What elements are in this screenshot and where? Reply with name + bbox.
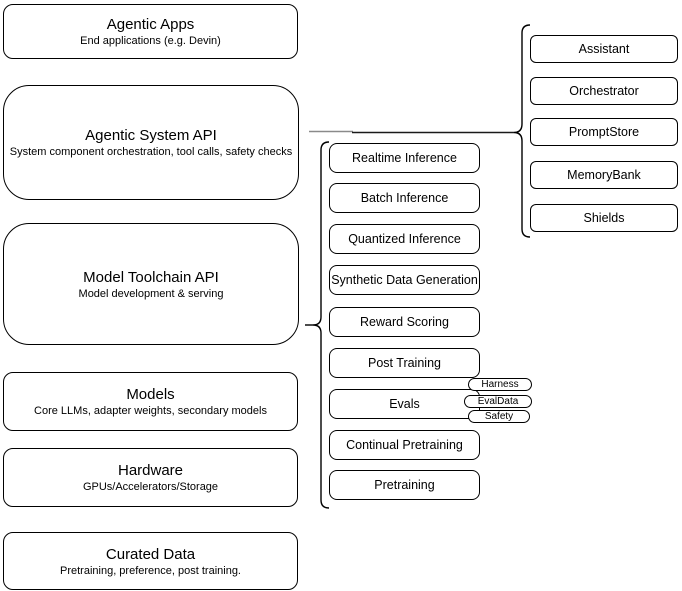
node-orchestrator: Orchestrator [530,77,678,105]
tag-label: EvalData [477,396,519,407]
node-label: Realtime Inference [352,150,457,165]
brace-system-components [513,24,531,238]
node-assistant: Assistant [530,35,678,63]
tag-evaldata: EvalData [464,395,532,408]
node-synthetic-data-generation: Synthetic Data Generation [329,265,480,295]
node-post-training: Post Training [329,348,480,378]
node-model-toolchain-api: Model Toolchain API Model development & … [3,223,299,345]
tag-safety: Safety [468,410,530,423]
node-label: MemoryBank [567,167,641,182]
node-agentic-apps: Agentic Apps End applications (e.g. Devi… [3,4,298,59]
node-reward-scoring: Reward Scoring [329,307,480,337]
node-quantized-inference: Quantized Inference [329,224,480,254]
node-title: Agentic System API [85,127,217,144]
node-curated-data: Curated Data Pretraining, preference, po… [3,532,298,590]
node-subtitle: GPUs/Accelerators/Storage [82,481,219,493]
node-label: PromptStore [568,124,640,139]
node-label: Pretraining [374,477,435,492]
node-label: Synthetic Data Generation [331,272,478,287]
node-subtitle: System component orchestration, tool cal… [9,146,293,158]
node-continual-pretraining: Continual Pretraining [329,430,480,460]
node-label: Orchestrator [569,83,639,98]
node-label: Quantized Inference [348,231,461,246]
node-evals: Evals [329,389,480,419]
node-title: Models [126,386,175,403]
node-label: Assistant [578,41,630,56]
tag-harness: Harness [468,378,532,391]
brace-toolchain-components [312,141,330,509]
node-agentic-system-api: Agentic System API System component orch… [3,85,299,200]
node-label: Continual Pretraining [346,437,463,452]
node-realtime-inference: Realtime Inference [329,143,480,173]
node-title: Curated Data [105,545,196,563]
node-models: Models Core LLMs, adapter weights, secon… [3,372,298,431]
node-subtitle: End applications (e.g. Devin) [80,35,221,47]
node-subtitle: Pretraining, preference, post training. [60,564,241,577]
tag-label: Safety [484,411,514,422]
node-label: Batch Inference [360,190,449,205]
node-subtitle: Core LLMs, adapter weights, secondary mo… [34,405,267,417]
tag-label: Harness [481,379,519,390]
node-label: Post Training [368,355,441,370]
node-title: Model Toolchain API [83,268,219,286]
node-label: Shields [583,210,625,225]
node-hardware: Hardware GPUs/Accelerators/Storage [3,448,298,507]
node-label: Evals [389,396,420,411]
node-batch-inference: Batch Inference [329,183,480,213]
node-pretraining: Pretraining [329,470,480,500]
node-memorybank: MemoryBank [530,161,678,189]
node-subtitle: Model development & serving [78,287,224,300]
node-promptstore: PromptStore [530,118,678,146]
node-label: Reward Scoring [360,314,449,329]
node-title: Hardware [117,462,184,479]
node-title: Agentic Apps [106,16,195,33]
node-shields: Shields [530,204,678,232]
